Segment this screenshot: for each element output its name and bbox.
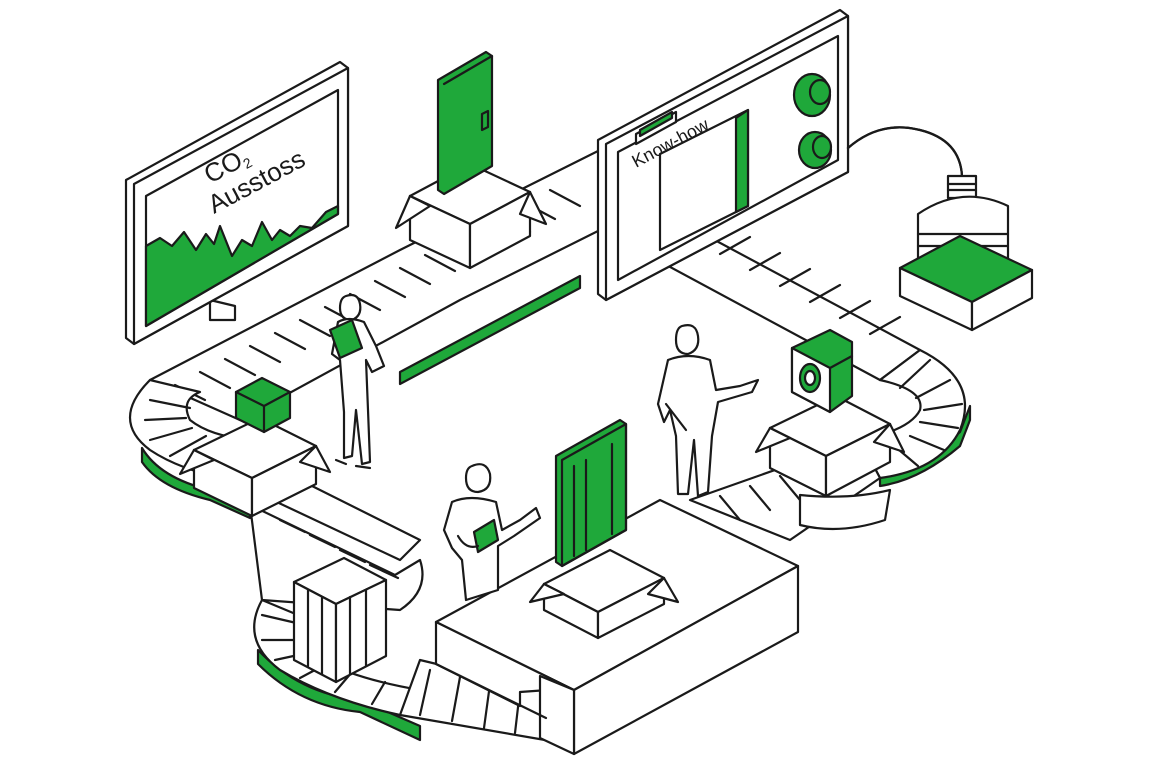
person-right (656, 324, 760, 498)
co2-chart-fill (144, 204, 340, 328)
person-left (328, 293, 386, 470)
back-box (394, 50, 548, 270)
stacked-box (292, 556, 388, 684)
person-front (442, 463, 542, 602)
co2-monitor: CO2 Ausstoss (124, 60, 350, 346)
door-panel (436, 50, 494, 196)
plug-icon (898, 174, 1034, 332)
left-box (178, 376, 332, 518)
counter-box (528, 418, 680, 640)
right-box (754, 328, 906, 498)
knob-icon (792, 72, 833, 170)
knowhow-gate: Know-how (596, 8, 1034, 332)
tablet-icon (328, 318, 364, 360)
